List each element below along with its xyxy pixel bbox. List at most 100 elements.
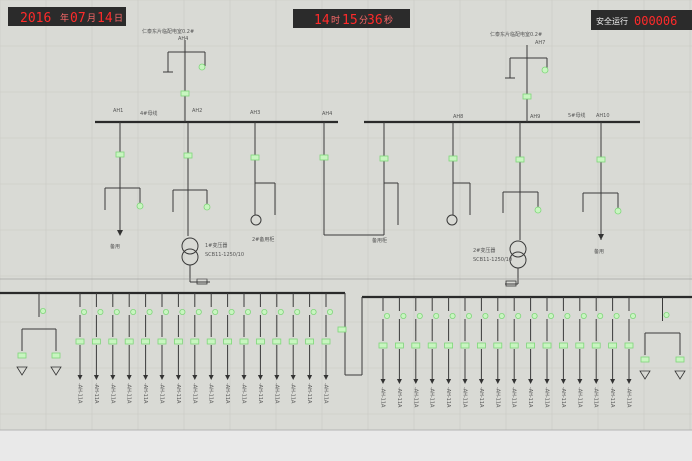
cabinet-ah4-label: AH4: [322, 111, 332, 117]
left-lv-feeder: -AH-11A: [173, 293, 186, 404]
right-lv-breaker-led: [476, 342, 486, 349]
transformer1-spec: SCB11-1250/10: [205, 252, 244, 258]
right-bus-label: 5#母线: [568, 112, 585, 119]
right-lv-breaker-led: [608, 342, 617, 349]
right-lv-breaker-led: [526, 342, 535, 349]
feeder-ah9: 2#变压器 SCB11-1250/10: [473, 122, 542, 287]
left-lv-switch-led: [277, 308, 284, 315]
capacitor-icon: [639, 370, 651, 380]
right-lv-breaker-led: [559, 342, 568, 349]
right-lv-switch-led: [597, 312, 604, 319]
right-lv-feeder-tag: -AH-11A: [412, 387, 418, 408]
ah9-breaker-led: [515, 156, 525, 163]
left-lv-feeder: -AH-11A: [223, 293, 235, 404]
time-display: 14 时 15 分 36 秒: [293, 9, 410, 28]
left-lv-feeder-tag: -AH-11A: [208, 383, 214, 404]
right-lv-breaker-led: [591, 342, 601, 349]
left-lv-feeder-tag: -AH-11A: [77, 383, 83, 404]
capacitor-icon: [674, 370, 686, 380]
right-lv-switch-led: [498, 312, 505, 319]
ah1-ground-led: [136, 202, 144, 210]
right-lv-feeder-tag: -AH-11A: [544, 387, 550, 408]
right-lv-feeder: -AH-11A: [575, 297, 587, 408]
right-lv-feeder-tag: -AH-11A: [494, 387, 500, 408]
ah1-outgoing-label: 备用: [110, 243, 120, 250]
left-lv-switch-led: [130, 308, 137, 315]
left-lv-feeder: -AH-11A: [141, 293, 153, 404]
right-lv-feeder-tag: -AH-11A: [511, 387, 517, 408]
transformer2-label: 2#变压器: [473, 247, 495, 254]
right-capacitor-bank: [639, 297, 686, 380]
date-display: 2016 年 07 月 14 日: [8, 7, 126, 26]
left-lv-breaker-led: [272, 338, 282, 345]
right-lv-switch-led: [548, 312, 555, 319]
left-lv-switch-led: [195, 308, 202, 315]
safety-days: 000006: [634, 14, 677, 28]
right-lv-switch-led: [482, 312, 489, 319]
right-lv-breaker-led: [542, 342, 552, 349]
left-incoming-ground-led: [198, 63, 206, 71]
ah3-outgoing-label: 2#备用柜: [252, 236, 274, 243]
year-digits: 2016: [20, 11, 51, 26]
ah9-ground-led: [534, 206, 542, 214]
left-lv-feeder-tag: -AH-11A: [290, 383, 296, 404]
left-lv-feeder: -AH-11A: [239, 293, 251, 404]
safety-label: 安全运行: [596, 16, 628, 26]
ah2-ground-led: [203, 203, 211, 211]
day-unit: 日: [114, 13, 123, 24]
right-lv-feeder-tag: -AH-11A: [626, 387, 632, 408]
right-lv-feeder: -AH-11A: [394, 297, 407, 408]
right-lv-feeder: -AH-11A: [476, 297, 489, 408]
left-lv-feeder-tag: -AH-11A: [142, 383, 148, 404]
safety-display: 安全运行 000006: [591, 10, 692, 30]
left-lv-feeder: -AH-11A: [321, 293, 333, 404]
right-lv-feeder: -AH-11A: [624, 297, 637, 408]
ah10-ground-led: [614, 207, 622, 215]
right-lv-feeder-tag: -AH-11A: [609, 387, 615, 408]
right-lv-switch-led: [416, 312, 423, 319]
right-capacitor-led: [640, 356, 650, 363]
capacitor-icon: [16, 366, 28, 376]
cabinet-ah1-label: AH1: [113, 108, 123, 114]
transformer1-label: 1#变压器: [205, 242, 227, 249]
month-digits: 07: [70, 11, 86, 26]
right-lv-feeder-tag: -AH-11A: [462, 387, 468, 408]
feeder-ah2: 1#变压器 SCB11-1250/10: [172, 122, 244, 285]
second-unit: 秒: [384, 14, 393, 26]
left-lv-switch-led: [212, 308, 219, 315]
right-lv-switch-led: [400, 312, 407, 319]
left-lv-feeder: -AH-11A: [108, 293, 120, 404]
right-lv-feeder: -AH-11A: [591, 297, 604, 408]
left-lv-switch-led: [113, 308, 120, 315]
left-lv-breaker-led: [190, 338, 200, 345]
right-lv-feeder-tag: -AH-11A: [380, 387, 386, 408]
left-lv-switch-led: [179, 308, 186, 315]
right-lv-feeder: -AH-11A: [444, 297, 456, 408]
right-lv-feeder: -AH-11A: [378, 297, 390, 408]
ah1-breaker-led: [115, 151, 125, 158]
left-lv-switch-led: [228, 308, 235, 315]
right-lv-feeder-tag: -AH-11A: [527, 387, 533, 408]
left-lv-switch-led: [261, 308, 268, 315]
left-lv-feeder-tag: -AH-11A: [224, 383, 230, 404]
cabinet-ah9-label: AH9: [530, 114, 540, 120]
left-lv-feeder: -AH-11A: [206, 293, 219, 404]
left-lv-feeder-tag: -AH-11A: [191, 383, 197, 404]
left-lv-feeder-tag: -AH-11A: [109, 383, 115, 404]
left-lv-breaker-led: [288, 338, 298, 345]
right-lv-switch-led: [515, 312, 522, 319]
left-lv-feeder-tag: -AH-11A: [241, 383, 247, 404]
right-lv-breaker-led: [460, 342, 470, 349]
right-station-title: 仁泰东片临配电室0.2#: [490, 31, 542, 38]
right-lv-feeder: -AH-11A: [509, 297, 522, 408]
left-lv-breaker-led: [124, 338, 134, 345]
left-lv-feeder-tag: -AH-11A: [93, 383, 99, 404]
left-lv-breaker-led: [108, 338, 118, 345]
right-lv-feeder-tag: -AH-11A: [576, 387, 582, 408]
right-lv-switch-led: [465, 312, 472, 319]
right-lv-feeder: -AH-11A: [559, 297, 571, 408]
ah10-breaker-led: [596, 156, 606, 163]
hour-digits: 14: [314, 13, 330, 28]
capacitor-icon: [50, 366, 62, 376]
left-lv-breaker-led: [305, 338, 315, 345]
